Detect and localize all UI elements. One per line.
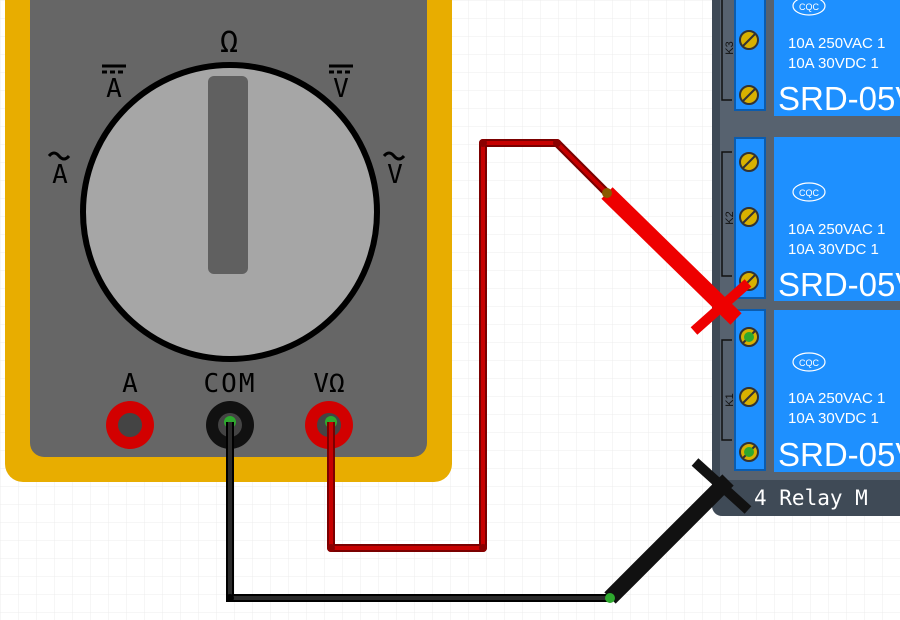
screw-terminal-icon[interactable] <box>739 152 759 172</box>
relay-rating-dc: 10A 30VDC 1 <box>788 410 879 427</box>
probe-handle[interactable] <box>604 474 734 604</box>
relay-id: K3 <box>724 41 736 54</box>
mode-label-ac-current: A <box>47 151 71 190</box>
mode-dial[interactable] <box>80 62 380 362</box>
dc-voltage-text: V <box>333 74 349 104</box>
ac-current-text: A <box>52 160 68 190</box>
mode-label-ac-voltage: V <box>382 151 406 190</box>
cqc-logo-icon <box>792 352 826 372</box>
relay-rating-dc: 10A 30VDC 1 <box>788 241 879 258</box>
mode-label-dc-voltage: V <box>329 64 353 104</box>
probe-guard[interactable] <box>690 279 752 335</box>
red-probe[interactable] <box>601 187 752 335</box>
relay-brand: CQC <box>799 188 820 198</box>
probe-wire-joint <box>602 188 612 198</box>
relay-k1: K1 CQC 10A 250VAC 1 10A 30VDC 1 SRD-05VD <box>721 309 900 473</box>
screw-terminal-icon[interactable] <box>739 387 759 407</box>
red-wire[interactable] <box>327 139 610 552</box>
mode-label-dc-current: A <box>102 64 126 104</box>
relay-module: K3 CQC 10A 250VAC 1 10A 30VDC 1 SRD-05VD… <box>712 0 900 516</box>
relay-body <box>774 137 900 301</box>
probe-guard[interactable] <box>691 458 752 514</box>
screw-terminal-icon[interactable] <box>739 85 759 105</box>
relay-body <box>774 310 900 472</box>
relay-model: SRD-05VD <box>778 266 900 303</box>
mode-label-ohm: Ω <box>220 25 238 60</box>
relay-model: SRD-05VD <box>778 436 900 473</box>
ac-voltage-text: V <box>387 160 403 190</box>
terminal-bracket <box>721 0 732 101</box>
terminal-bracket <box>721 151 732 277</box>
relay-id: K2 <box>724 211 736 224</box>
cqc-logo-icon <box>792 182 826 202</box>
relay-brand: CQC <box>799 358 820 368</box>
relay-k3: K3 CQC 10A 250VAC 1 10A 30VDC 1 SRD-05VD <box>721 0 900 117</box>
relay-model: SRD-05VD <box>778 80 900 117</box>
relay-rating-ac: 10A 250VAC 1 <box>788 35 885 52</box>
port-label-volt-ohm: VΩ <box>313 369 344 399</box>
screw-terminal-icon[interactable] <box>739 442 759 462</box>
relay-brand: CQC <box>799 2 820 12</box>
port-label-amp: A <box>122 369 138 399</box>
multimeter[interactable]: Ω A V A V A COM VΩ <box>5 0 452 482</box>
relay-rating-ac: 10A 250VAC 1 <box>788 390 885 407</box>
black-wire[interactable] <box>226 422 608 602</box>
module-title: 4 Relay M <box>754 486 868 510</box>
terminal-bracket <box>721 339 732 441</box>
tilde-icon <box>382 151 406 161</box>
relay-rating-dc: 10A 30VDC 1 <box>788 55 879 72</box>
tilde-icon <box>47 151 71 161</box>
dial-pointer <box>208 76 248 274</box>
screw-terminal-icon[interactable] <box>739 30 759 50</box>
cqc-logo-icon <box>792 0 826 16</box>
relay-id: K1 <box>724 393 736 406</box>
relay-body <box>774 0 900 116</box>
port-label-com: COM <box>204 369 257 399</box>
port-amp[interactable] <box>106 401 154 449</box>
black-probe[interactable] <box>604 458 752 604</box>
screw-terminal-icon[interactable] <box>739 327 759 347</box>
probe-wire-joint <box>605 593 615 603</box>
probe-handle[interactable] <box>601 187 742 325</box>
screw-terminal-icon[interactable] <box>739 207 759 227</box>
relay-rating-ac: 10A 250VAC 1 <box>788 221 885 238</box>
relay-k2: K2 CQC 10A 250VAC 1 10A 30VDC 1 SRD-05VD <box>721 137 900 303</box>
dc-current-text: A <box>106 74 122 104</box>
